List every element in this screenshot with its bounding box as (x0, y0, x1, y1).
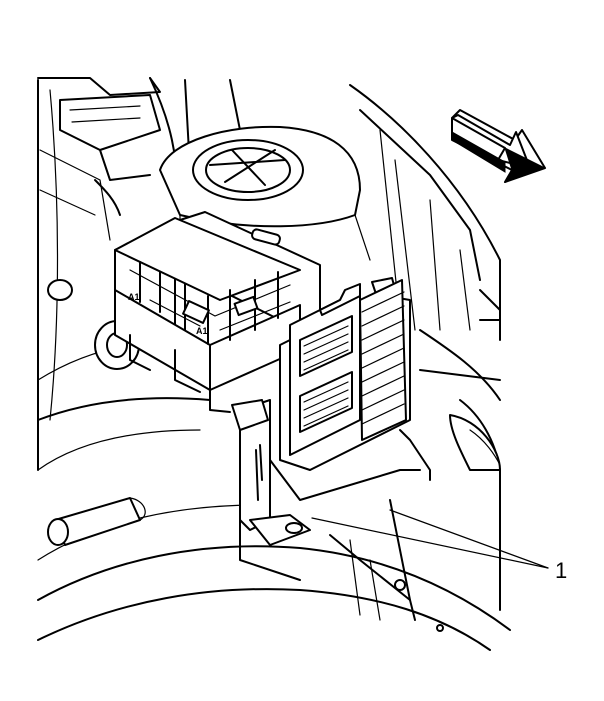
strut-tower (159, 125, 371, 261)
connector-marking: A1 (196, 326, 208, 336)
right-body-panel (349, 84, 501, 611)
leader-line (311, 517, 549, 569)
fender-wheelhouse (37, 79, 511, 651)
leader-line (389, 509, 549, 569)
connector-marking: A1 (128, 292, 140, 302)
control-module (279, 277, 411, 471)
callout-1: 1 (311, 509, 567, 583)
coolant-pipe (47, 497, 146, 546)
fuse-block-tray: A1 A1 (114, 211, 321, 413)
callout-number: 1 (555, 558, 567, 583)
forward-arrow-icon (451, 109, 547, 183)
mounting-bracket (231, 399, 444, 632)
